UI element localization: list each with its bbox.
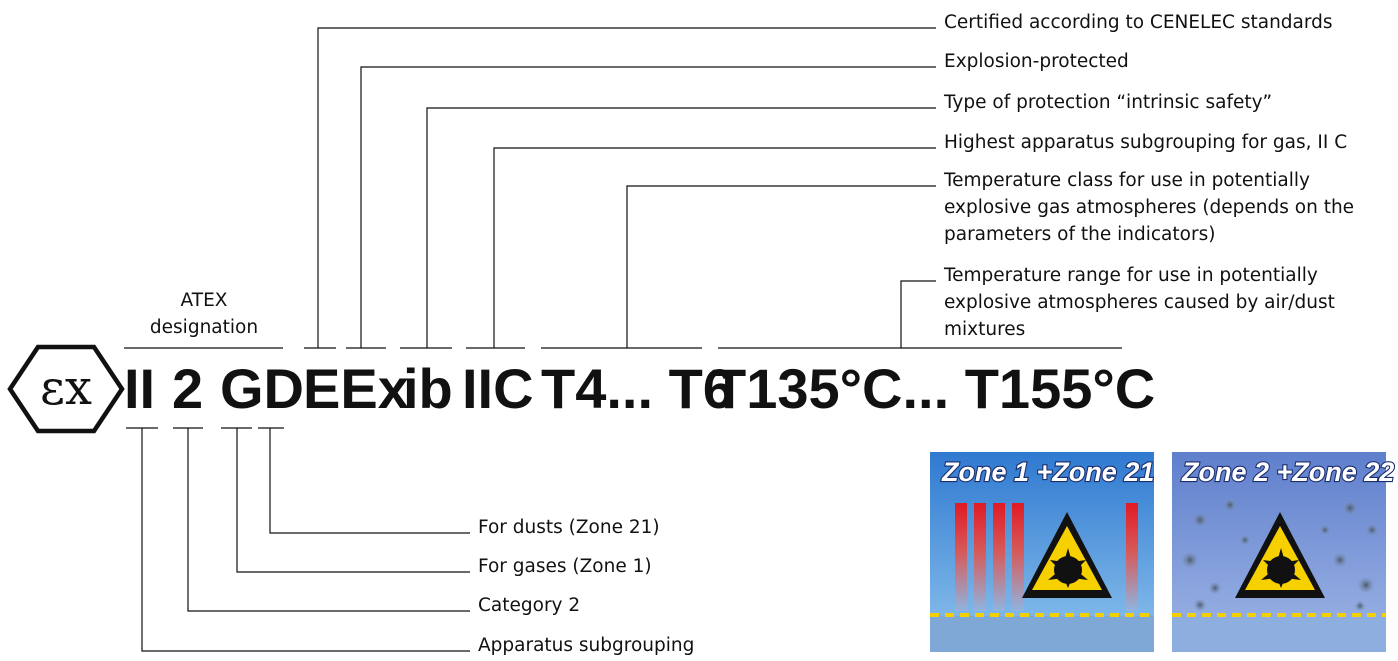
explosion-warning-icon <box>1235 512 1325 598</box>
upper-leaders <box>317 27 936 348</box>
code-temp-range: T135°C... T155°C <box>712 357 1155 420</box>
lower-leaders <box>141 428 470 652</box>
explosion-warning-icon <box>1022 512 1112 598</box>
zone-1-21-image: Zone 1 +Zone 21 <box>930 452 1155 652</box>
ex-symbol-icon: εx <box>7 344 125 434</box>
label-apparatus: Apparatus subgrouping <box>478 635 694 656</box>
label-temp-range-3: mixtures <box>944 319 1025 340</box>
atex-caption-line2: designation <box>150 317 258 338</box>
code-atmosphere: GD <box>220 357 304 420</box>
label-temp-range-2: explosive atmospheres caused by air/dust <box>944 292 1335 313</box>
code-category: 2 <box>172 357 203 420</box>
label-temp-class-3: parameters of the indicators) <box>944 224 1215 245</box>
atex-caption-line1: ATEX <box>181 290 228 311</box>
label-cenelec: Certified according to CENELEC standards <box>944 12 1333 33</box>
code-gas-group: IIC <box>462 357 534 420</box>
code-temp-class: T4... T6 <box>541 357 734 420</box>
label-protection-type: Type of protection “intrinsic safety” <box>943 92 1272 113</box>
label-temp-range-1: Temperature range for use in potentially <box>943 265 1318 286</box>
label-temp-class-2: explosive gas atmospheres (depends on th… <box>944 197 1354 218</box>
label-gases: For gases (Zone 1) <box>478 556 652 577</box>
label-dusts: For dusts (Zone 21) <box>478 517 660 538</box>
zone-2-22-title: Zone 2 +Zone 22 <box>1181 457 1394 487</box>
zone-2-22-image: Zone 2 +Zone 22 <box>1172 452 1395 652</box>
label-explosion-protected: Explosion-protected <box>944 51 1129 72</box>
ex-symbol-text: εx <box>40 360 92 416</box>
code-eex: EEx <box>303 357 409 420</box>
label-subgrouping: Highest apparatus subgrouping for gas, I… <box>944 132 1347 153</box>
label-temp-class-1: Temperature class for use in potentially <box>943 170 1310 191</box>
code-group: II <box>124 357 155 420</box>
zone-1-21-title: Zone 1 +Zone 21 <box>941 457 1154 487</box>
label-category: Category 2 <box>478 595 580 616</box>
code-protection: ib <box>403 357 453 420</box>
